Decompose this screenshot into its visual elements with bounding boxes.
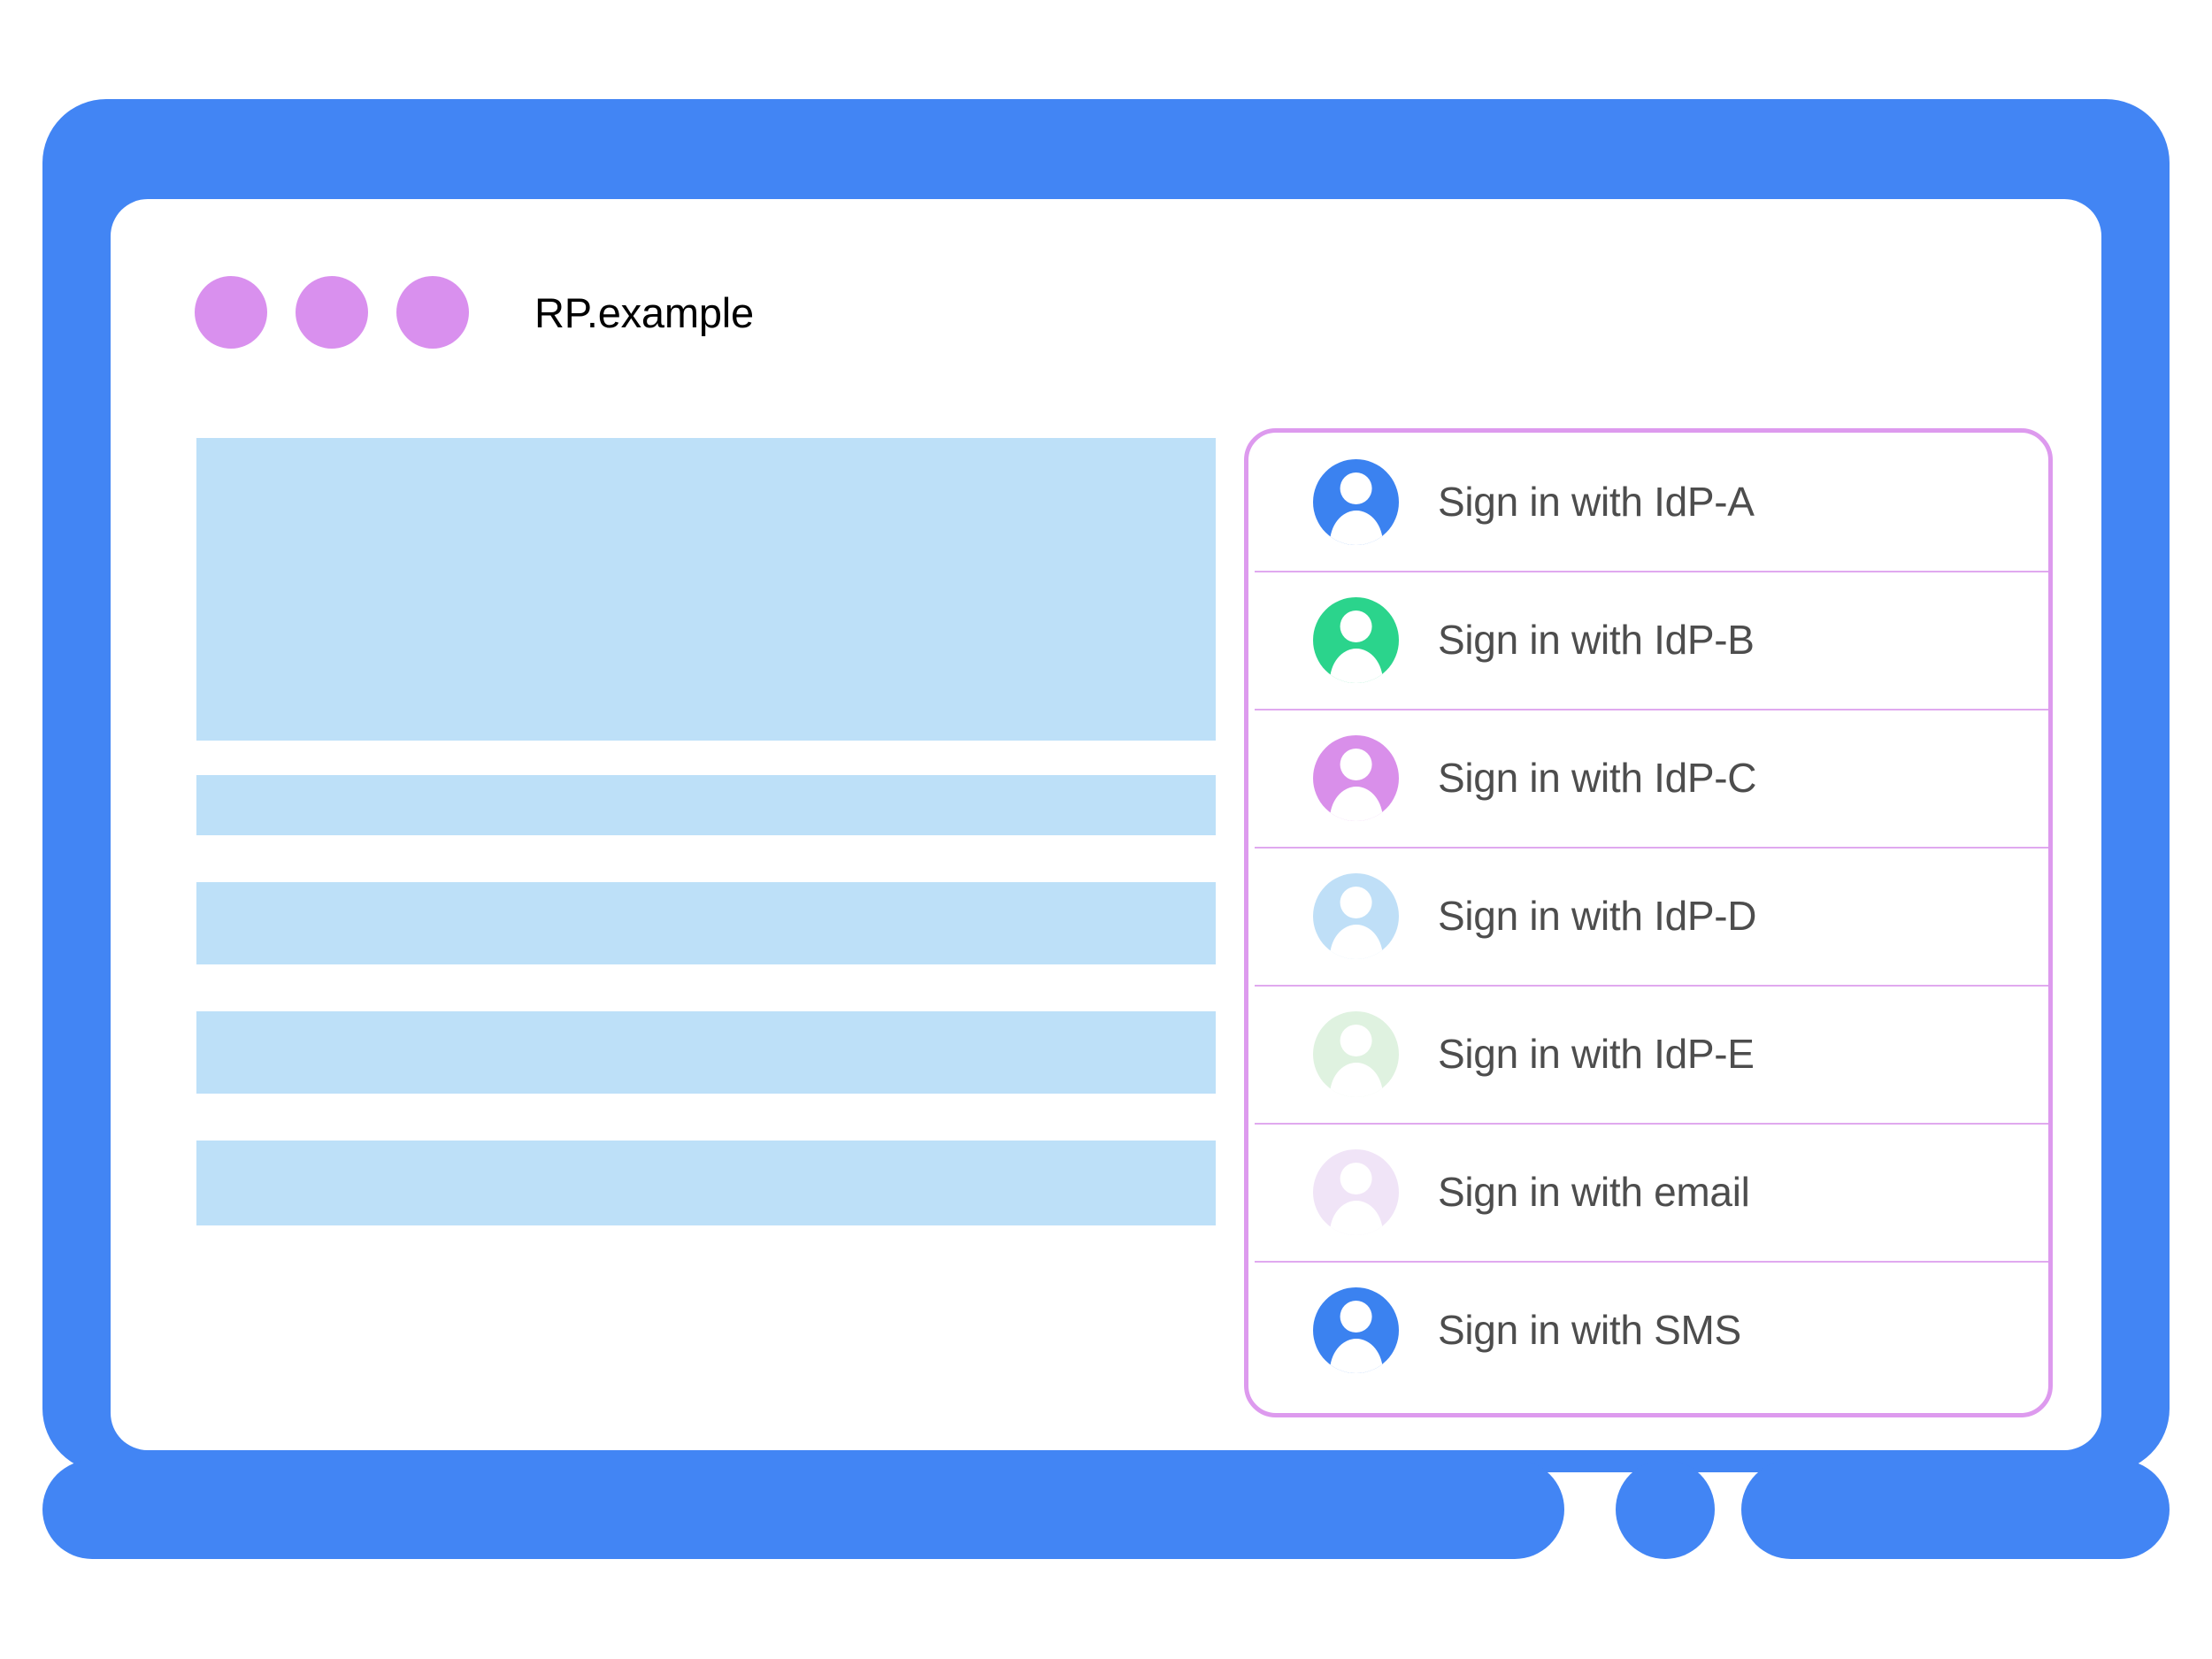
avatar-body-icon — [1329, 1338, 1383, 1373]
sign-in-idp-e[interactable]: Sign in with IdP-E — [1248, 985, 2048, 1123]
account-avatar-icon — [1313, 1010, 1399, 1097]
browser-titlebar: RP.example — [195, 270, 754, 355]
device-stand-left — [42, 1460, 1564, 1559]
avatar-head-icon — [1340, 748, 1372, 781]
window-dot-2-icon[interactable] — [296, 276, 368, 349]
text-row-4 — [196, 1141, 1216, 1225]
text-row-3 — [196, 1011, 1216, 1094]
avatar-body-icon — [1329, 786, 1383, 821]
account-list: Sign in with IdP-A Sign in with IdP-B Sign… — [1248, 433, 2048, 1399]
avatar-body-icon — [1329, 648, 1383, 683]
account-avatar-icon — [1313, 1148, 1399, 1235]
window-dot-1-icon[interactable] — [195, 276, 267, 349]
page-title: RP.example — [534, 288, 754, 336]
account-chooser-dialog: Sign in with IdP-A Sign in with IdP-B Sign… — [1244, 428, 2053, 1417]
account-label: Sign in with IdP-A — [1438, 479, 1755, 525]
text-row-2 — [196, 882, 1216, 964]
account-label: Sign in with IdP-B — [1438, 617, 1755, 663]
device-stand-right — [1741, 1460, 2170, 1559]
sign-in-idp-b[interactable]: Sign in with IdP-B — [1248, 571, 2048, 709]
account-label: Sign in with IdP-D — [1438, 893, 1757, 939]
account-avatar-icon — [1313, 596, 1399, 683]
home-button[interactable] — [1616, 1460, 1715, 1559]
avatar-body-icon — [1329, 924, 1383, 959]
account-avatar-icon — [1313, 1286, 1399, 1373]
sign-in-idp-c[interactable]: Sign in with IdP-C — [1248, 709, 2048, 847]
avatar-body-icon — [1329, 1200, 1383, 1235]
sign-in-idp-a[interactable]: Sign in with IdP-A — [1248, 433, 2048, 571]
avatar-head-icon — [1340, 1024, 1372, 1057]
account-label: Sign in with IdP-C — [1438, 755, 1757, 801]
sign-in-idp-d[interactable]: Sign in with IdP-D — [1248, 847, 2048, 985]
sign-in-sms[interactable]: Sign in with SMS — [1248, 1261, 2048, 1399]
avatar-head-icon — [1340, 1162, 1372, 1195]
avatar-head-icon — [1340, 1300, 1372, 1333]
avatar-body-icon — [1329, 1062, 1383, 1097]
account-label: Sign in with email — [1438, 1169, 1750, 1215]
text-row-1 — [196, 775, 1216, 835]
avatar-head-icon — [1340, 610, 1372, 643]
avatar-head-icon — [1340, 886, 1372, 919]
page-content-placeholder — [196, 438, 1216, 1225]
account-label: Sign in with IdP-E — [1438, 1031, 1755, 1077]
window-dot-3-icon[interactable] — [396, 276, 469, 349]
avatar-body-icon — [1329, 510, 1383, 545]
avatar-head-icon — [1340, 472, 1372, 505]
account-avatar-icon — [1313, 458, 1399, 545]
account-label: Sign in with SMS — [1438, 1307, 1741, 1353]
sign-in-email[interactable]: Sign in with email — [1248, 1123, 2048, 1261]
account-avatar-icon — [1313, 734, 1399, 821]
account-avatar-icon — [1313, 872, 1399, 959]
hero-block — [196, 438, 1216, 741]
